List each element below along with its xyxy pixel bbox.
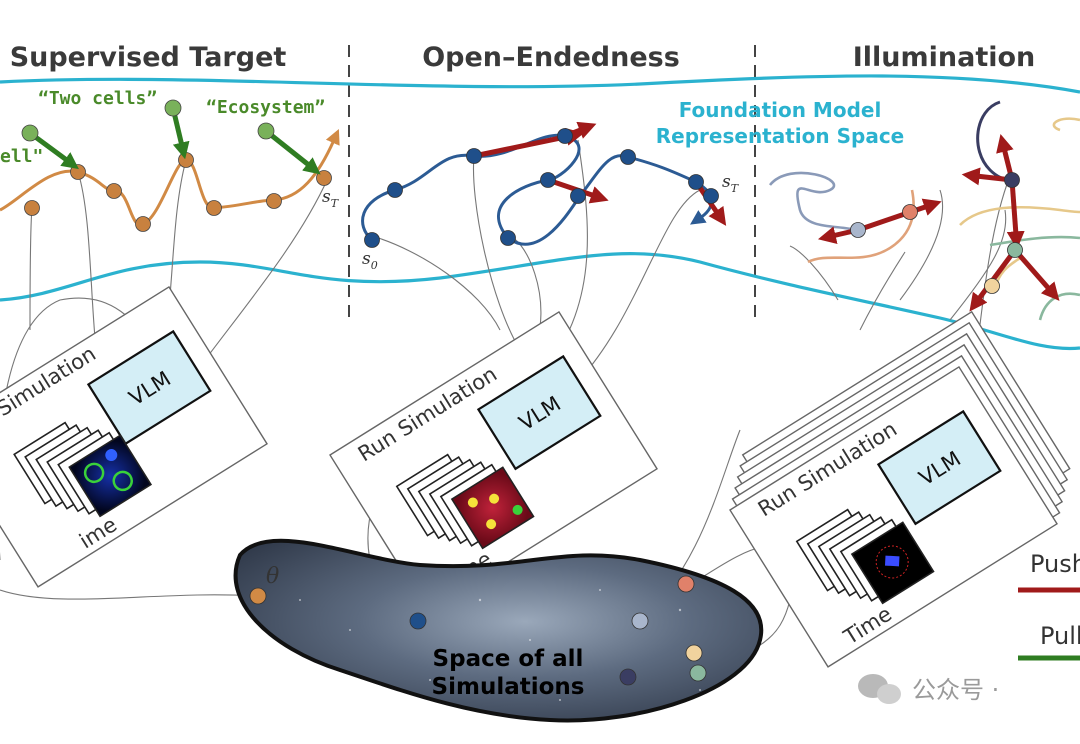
trajectory-point bbox=[316, 170, 332, 186]
target-pull-arrows bbox=[21, 99, 321, 175]
supervised-points bbox=[24, 152, 332, 232]
representation-band-top bbox=[0, 74, 1080, 94]
illumination-trajectories bbox=[768, 100, 1080, 321]
watermark-text: 公众号 · bbox=[912, 676, 999, 704]
theta-label: θ bbox=[266, 564, 279, 589]
simulation-frame-image bbox=[68, 434, 153, 518]
legend-pull-label: Pull bbox=[1040, 622, 1080, 650]
trajectory-point bbox=[557, 128, 573, 144]
open-endedness-points bbox=[364, 128, 719, 248]
open-endedness-trajectory bbox=[361, 133, 713, 246]
trajectory-point bbox=[24, 200, 40, 216]
quote-ecosystem: “Ecosystem” bbox=[206, 97, 325, 118]
vlm-box-right bbox=[876, 409, 1002, 526]
right-simulation-panel: Run Simulation VLM Time bbox=[729, 310, 1071, 668]
header-supervised-target: Supervised Target bbox=[10, 42, 287, 73]
trajectory-point bbox=[540, 172, 556, 188]
legend-push-label: Push bbox=[1030, 550, 1080, 578]
trajectory-point bbox=[266, 193, 282, 209]
trajectory-point bbox=[1007, 242, 1023, 258]
parameter-point bbox=[677, 575, 695, 593]
trajectory-point bbox=[466, 148, 482, 164]
quote-two-cells: “Two cells” bbox=[38, 88, 157, 109]
foundation-space-label-1: Foundation Model bbox=[679, 98, 882, 122]
simulation-parameter-points bbox=[249, 575, 707, 686]
trajectory-point bbox=[206, 200, 222, 216]
trajectory-point bbox=[850, 222, 866, 238]
trajectory-point bbox=[570, 188, 586, 204]
trajectory-point bbox=[106, 183, 122, 199]
trajectory-point bbox=[902, 204, 918, 220]
representation-band-bottom bbox=[0, 252, 1080, 351]
vlm-box-left bbox=[86, 329, 212, 446]
trajectory-point bbox=[703, 188, 719, 204]
space-label-1: Space of all bbox=[433, 646, 584, 672]
trajectory-point bbox=[500, 230, 516, 246]
trajectory-point bbox=[135, 216, 151, 232]
header-illumination: Illumination bbox=[853, 42, 1036, 73]
trajectory-point bbox=[364, 232, 380, 248]
vlm-box-middle bbox=[476, 354, 602, 471]
parameter-point bbox=[409, 612, 427, 630]
target-point-two-cells bbox=[164, 99, 182, 117]
stars bbox=[299, 589, 701, 701]
simulation-frame-image bbox=[450, 466, 535, 550]
label-s-0: s0 bbox=[362, 249, 378, 272]
space-label-2: Simulations bbox=[432, 674, 585, 700]
trajectory-point bbox=[387, 182, 403, 198]
trajectory-point bbox=[984, 278, 1000, 294]
trajectory-point bbox=[620, 149, 636, 165]
watermark: 公众号 · bbox=[858, 674, 999, 704]
left-simulation-panel: Simulation VLM ime bbox=[0, 285, 268, 588]
parameter-point bbox=[249, 587, 267, 605]
parameter-point bbox=[619, 668, 637, 686]
trajectory-point bbox=[1004, 172, 1020, 188]
parameter-point bbox=[685, 644, 703, 662]
foundation-space-label-2: Representation Space bbox=[656, 124, 904, 148]
target-point-ecosystem bbox=[257, 122, 275, 140]
header-open-endedness: Open–Endedness bbox=[422, 42, 680, 73]
parameter-point bbox=[689, 664, 707, 682]
label-s-T-left: sT bbox=[322, 187, 340, 210]
trajectory-point bbox=[178, 152, 194, 168]
middle-simulation-panel: Run Simulation VLM Time bbox=[329, 310, 658, 613]
quote-cell: ell" bbox=[0, 146, 43, 167]
illumination-points bbox=[850, 172, 1023, 294]
supervised-trajectory bbox=[0, 129, 340, 226]
parameter-point bbox=[631, 612, 649, 630]
trajectory-point bbox=[688, 174, 704, 190]
trajectory-point bbox=[70, 164, 86, 180]
target-point-cell bbox=[21, 124, 39, 142]
label-s-T-middle: sT bbox=[722, 172, 740, 195]
legend: Push Pull bbox=[1018, 550, 1080, 661]
